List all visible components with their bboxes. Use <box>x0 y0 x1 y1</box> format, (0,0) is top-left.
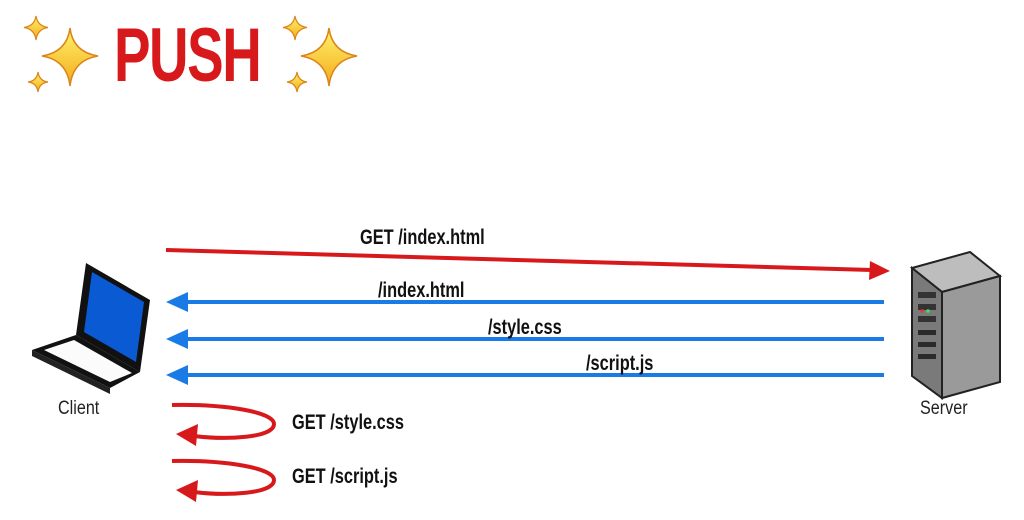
message-arrow <box>166 329 884 349</box>
message-label: /style.css <box>488 316 562 339</box>
server-label: Server <box>920 398 968 419</box>
message-label: /index.html <box>378 279 465 302</box>
client-label: Client <box>58 398 100 419</box>
sparkles-icon <box>283 15 358 93</box>
self-request-label: GET /script.js <box>292 465 398 488</box>
message-label: GET /index.html <box>360 226 485 249</box>
laptop-icon <box>32 263 150 394</box>
message-arrow <box>166 365 884 385</box>
message-label: /script.js <box>586 352 654 375</box>
diagram-title: PUSH <box>18 10 367 102</box>
server-icon <box>909 250 1003 400</box>
sparkles-icon <box>23 15 99 93</box>
self-request-label: GET /style.css <box>292 411 404 434</box>
message-arrow <box>166 292 884 312</box>
message-arrow <box>165 248 890 280</box>
self-request-arrow <box>171 402 277 446</box>
title-text: PUSH <box>114 13 262 98</box>
self-request-arrow <box>171 458 277 502</box>
